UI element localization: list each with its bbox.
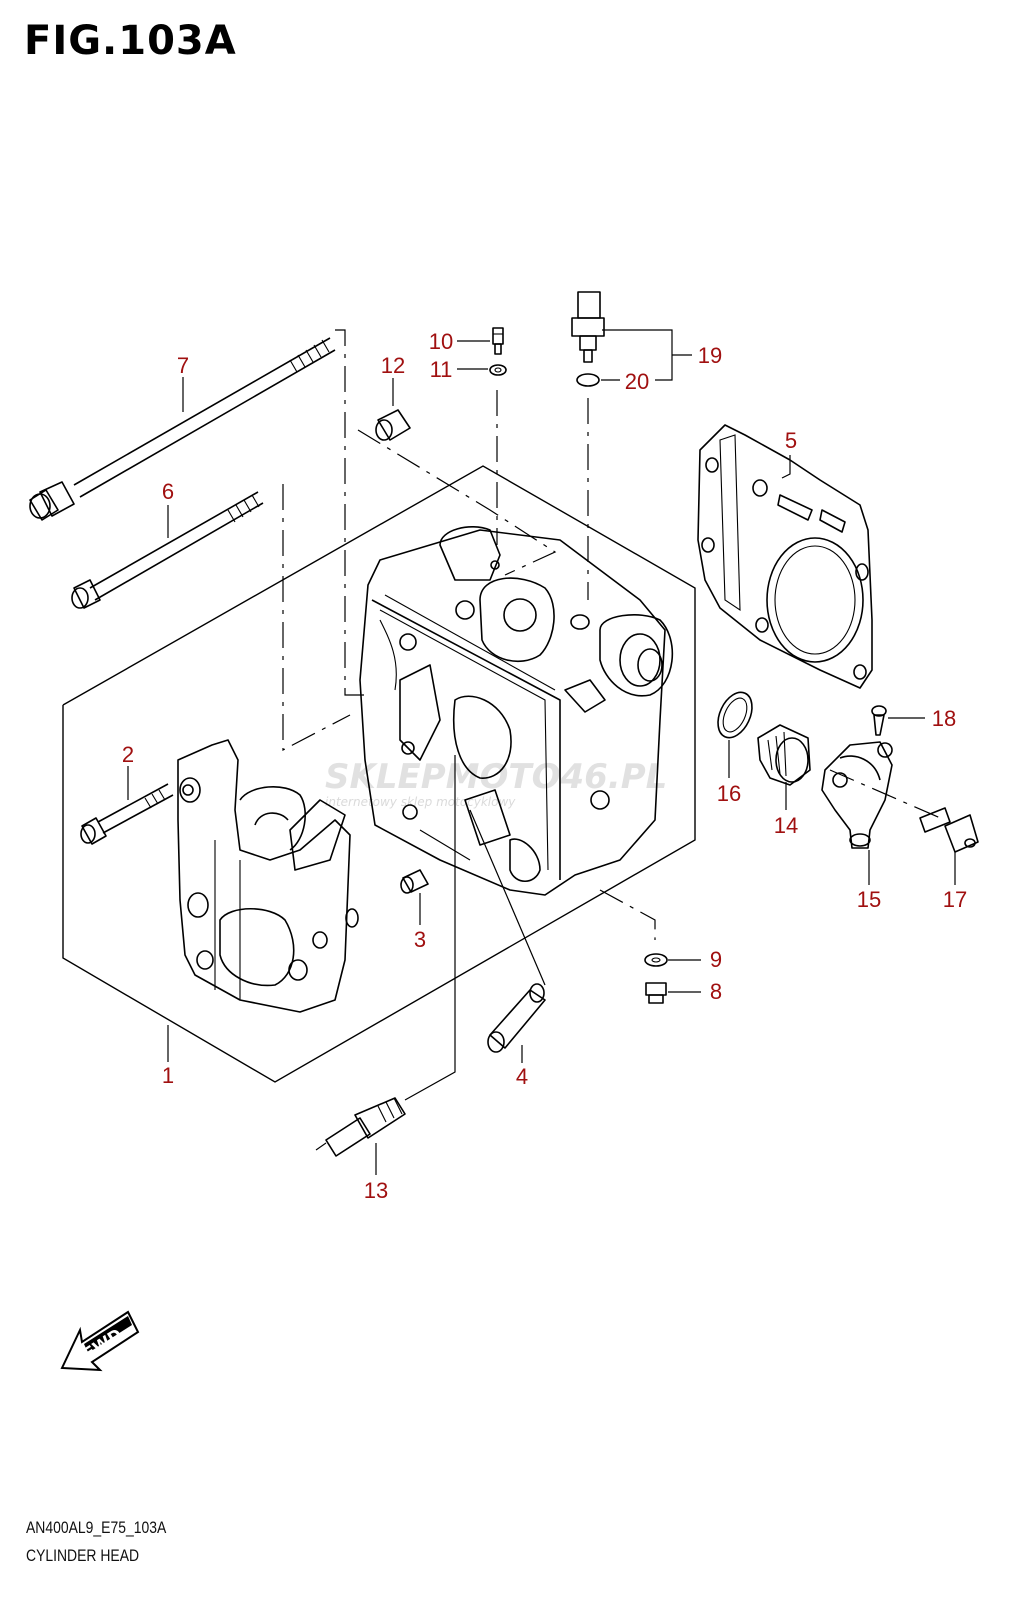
- watermark-brand: SKLEPMOTO46.PL: [325, 757, 667, 797]
- callout-12: 12: [381, 353, 405, 378]
- bolt-part-2[interactable]: [80, 783, 174, 845]
- figure-name: CYLINDER HEAD: [26, 1546, 140, 1565]
- o-ring-part-16[interactable]: [711, 687, 758, 743]
- callout-9: 9: [710, 947, 722, 972]
- washer-part-11[interactable]: [489, 364, 507, 376]
- washer-part-9[interactable]: [644, 953, 668, 967]
- watermark: SKLEPMOTO46.PL internetowy sklep motocyk…: [325, 757, 667, 809]
- callout-13: 13: [364, 1178, 388, 1203]
- callout-1: 1: [162, 1063, 174, 1088]
- spark-plug-part-13[interactable]: [315, 755, 456, 1157]
- callout-6: 6: [162, 479, 174, 504]
- callout-10: 10: [429, 329, 453, 354]
- o-ring-part-20[interactable]: [576, 373, 600, 387]
- dowel-part-3[interactable]: [400, 869, 429, 894]
- cylinder-head[interactable]: [359, 526, 674, 896]
- callout-3: 3: [414, 927, 426, 952]
- callout-8: 8: [710, 979, 722, 1004]
- leader-lines: [127, 329, 956, 1175]
- callout-18: 18: [932, 706, 956, 731]
- dowel-part-12[interactable]: [375, 409, 411, 441]
- callout-15: 15: [857, 887, 881, 912]
- callout-19: 19: [698, 343, 722, 368]
- watermark-tagline: internetowy sklep motocyklowy: [325, 795, 516, 809]
- screw-part-10[interactable]: [492, 327, 504, 355]
- callout-14: 14: [774, 813, 798, 838]
- thermostat-cover-part-15[interactable]: [821, 741, 893, 849]
- callout-20: 20: [625, 369, 649, 394]
- callout-7: 7: [177, 353, 189, 378]
- fwd-arrow-icon: FWD: [60, 1310, 140, 1372]
- callout-labels: 7 6 2 1 12 10 11 19 20 5 3 4 13 9 8 16 1…: [122, 329, 967, 1203]
- bolt-part-8[interactable]: [645, 982, 667, 1004]
- callout-4: 4: [516, 1064, 528, 1089]
- assembly-frame: [62, 465, 696, 1083]
- long-bolt-part-7[interactable]: [29, 337, 336, 521]
- callout-17: 17: [943, 887, 967, 912]
- screw-part-17[interactable]: [919, 807, 979, 853]
- callout-2: 2: [122, 742, 134, 767]
- figure-code: AN400AL9_E75_103A: [26, 1518, 167, 1537]
- figure-title: FIG.103A: [24, 18, 237, 64]
- thermostat-part-14[interactable]: [757, 724, 811, 786]
- callout-16: 16: [717, 781, 741, 806]
- dashed-reference-lines: [282, 329, 946, 940]
- cylinder-head-cover-part-1[interactable]: [177, 739, 359, 1013]
- head-gasket-part-5[interactable]: [697, 424, 873, 689]
- bolt-part-18[interactable]: [871, 705, 887, 736]
- callout-5: 5: [785, 428, 797, 453]
- bolt-part-6[interactable]: [71, 491, 264, 609]
- callout-11: 11: [430, 357, 453, 382]
- plug-pipe-part-4[interactable]: [469, 809, 546, 1053]
- temperature-sensor-part-19[interactable]: [571, 291, 605, 363]
